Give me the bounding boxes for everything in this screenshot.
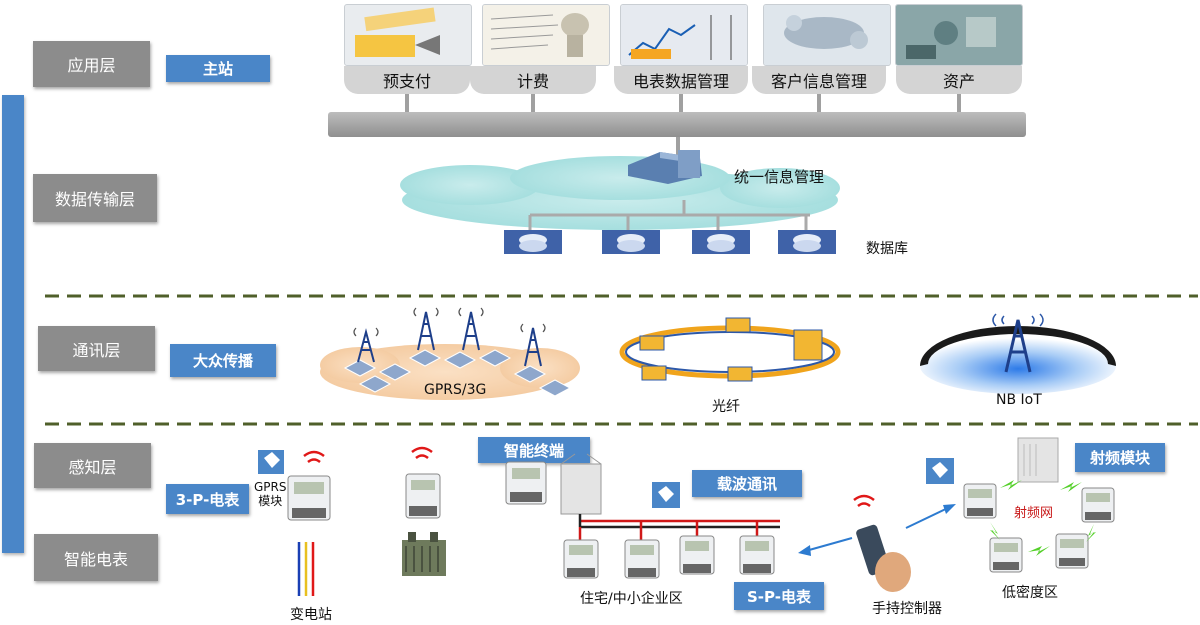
layer-label-sensing: 感知层 <box>34 443 151 488</box>
switch-icon-1 <box>725 317 751 333</box>
tag-public-broadcast: 大众传播 <box>170 344 276 377</box>
billing-illustration <box>483 5 609 65</box>
app-connectors <box>405 94 961 112</box>
database-icon-2 <box>602 230 660 254</box>
server-cluster-icon <box>628 150 702 184</box>
unified-info-label: 统一信息管理 <box>734 168 825 186</box>
tower-icon-4 <box>524 327 542 367</box>
handheld-to-rf-arrow <box>905 504 956 529</box>
nbiot-label: NB IoT <box>996 392 1042 408</box>
low-density-label: 低密度区 <box>1002 585 1058 601</box>
switch-icon-5 <box>727 366 753 382</box>
tower-icon-group <box>357 311 542 367</box>
switch-icon-4 <box>641 365 667 381</box>
app-image-meter-data <box>620 4 748 66</box>
rf-meter-icon-1 <box>963 483 997 519</box>
nbiot-tower-icon <box>1004 319 1032 373</box>
handheld-arrow <box>798 537 853 556</box>
layer-label-smart-meter: 智能电表 <box>34 534 158 581</box>
handheld-controller-icon <box>856 524 911 592</box>
tag-single-phase-meter: S-P-电表 <box>734 582 824 610</box>
nbiot-disc <box>920 326 1116 394</box>
tower-icon-2 <box>417 311 435 351</box>
left-vertical-bar <box>2 95 24 553</box>
database-icon-4 <box>778 230 836 254</box>
database-connectors <box>528 200 810 232</box>
app-image-customer-info <box>763 4 891 66</box>
app-image-billing <box>482 4 610 66</box>
tag-smart-terminal: 智能终端 <box>478 437 590 463</box>
database-icon-1 <box>504 230 562 254</box>
gprs-module-icon <box>258 450 284 474</box>
fiber-switch-icons <box>639 317 823 382</box>
rf-lightning-links <box>990 480 1096 556</box>
tag-three-phase-meter: 3-P-电表 <box>166 484 249 514</box>
layer-label-application: 应用层 <box>33 41 150 87</box>
app-tab-prepay[interactable]: 预支付 <box>344 66 470 94</box>
substation-label: 变电站 <box>290 607 332 623</box>
app-image-assets <box>895 4 1023 66</box>
app-image-prepay <box>344 4 472 66</box>
tag-rf-module: 射频模块 <box>1075 443 1165 472</box>
single-phase-meter-icon-2 <box>624 539 660 579</box>
tower-icon-1 <box>357 328 375 363</box>
switch-icon-2 <box>639 335 665 351</box>
gprs-label: GPRS/3G <box>424 382 487 398</box>
app-tab-billing[interactable]: 计费 <box>470 66 596 94</box>
fiber-label: 光纤 <box>712 399 740 415</box>
terminal-meter-icon <box>505 461 547 505</box>
gprs-cloud <box>320 344 580 400</box>
rf-meter-icon-3 <box>989 537 1023 573</box>
transformer-icon <box>402 532 446 576</box>
nbiot-signal-waves <box>992 313 1044 327</box>
rf-meter-icon-4 <box>1055 533 1089 569</box>
tower-icon-3 <box>462 311 480 351</box>
app-tab-meter-data[interactable]: 电表数据管理 <box>614 66 748 94</box>
signal-icon-3p <box>303 450 325 464</box>
rf-cabinet-icon <box>1017 437 1059 483</box>
tag-master-station: 主站 <box>166 55 270 82</box>
concentrator-cabinet-icon <box>560 453 602 515</box>
single-phase-meter-icon-3 <box>679 535 715 575</box>
single-phase-meter-icon-4 <box>739 535 775 575</box>
database-icon-3 <box>692 230 750 254</box>
signal-icon-handheld <box>853 494 875 508</box>
three-phase-meter-icon <box>287 475 331 521</box>
single-phase-meter-icon-1 <box>563 539 599 579</box>
customer-info-illustration <box>764 5 890 65</box>
power-lines <box>578 514 780 540</box>
meter-data-illustration <box>621 5 747 65</box>
transformer-meter-icon <box>405 473 441 519</box>
handheld-label: 手持控制器 <box>872 601 942 617</box>
tag-carrier-comm: 载波通讯 <box>692 470 802 497</box>
carrier-module-icon <box>652 482 680 508</box>
application-bus <box>328 112 1026 137</box>
switch-icon-3 <box>793 329 823 361</box>
residential-label: 住宅/中小企业区 <box>580 591 683 607</box>
assets-illustration <box>896 5 1022 65</box>
rf-network-label: 射频网 <box>1014 506 1054 521</box>
rf-meter-icon-2 <box>1081 487 1115 523</box>
tower-signal-waves <box>353 307 546 337</box>
rf-module-icon <box>926 458 954 484</box>
signal-icon-transformer <box>411 446 433 460</box>
database-label: 数据库 <box>866 241 908 257</box>
app-tab-assets[interactable]: 资产 <box>896 66 1022 94</box>
prepay-illustration <box>355 7 440 57</box>
layer-label-communication: 通讯层 <box>38 326 155 371</box>
substation-wires <box>297 542 315 596</box>
app-tab-customer-info[interactable]: 客户信息管理 <box>752 66 886 94</box>
gprs-module-label: GPRS 模块 <box>254 480 287 508</box>
layer-label-data-transfer: 数据传输层 <box>33 174 157 222</box>
